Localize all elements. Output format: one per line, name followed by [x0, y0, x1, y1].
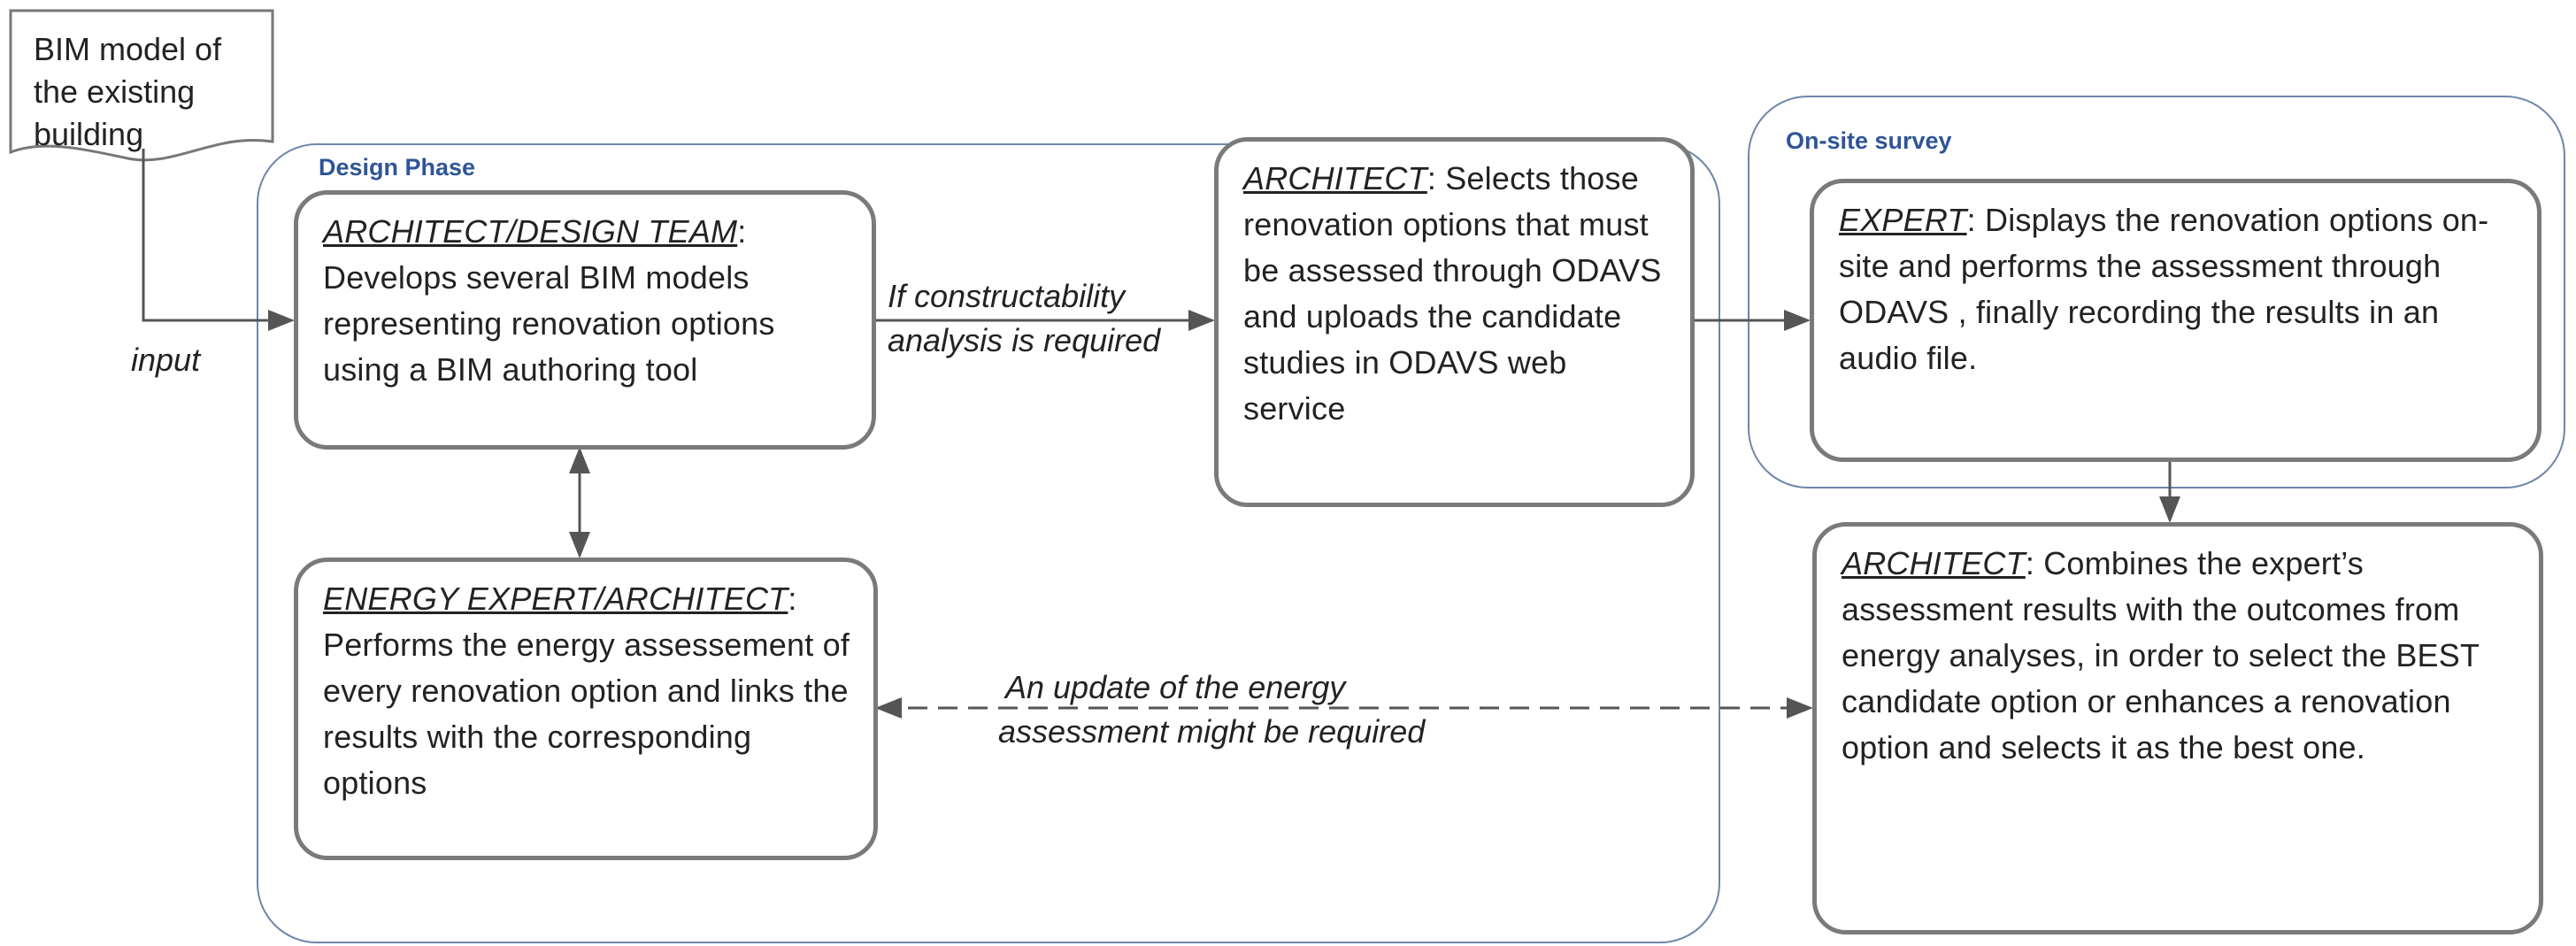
expert-text: Displays the renovation options on-site …	[1839, 202, 2489, 376]
architect-select-text: Selects those renovation options that mu…	[1243, 160, 1662, 427]
energy-expert-box: ENERGY EXPERT/ARCHITECT: Performs the en…	[294, 558, 878, 860]
architect-combine-text: Combines the expert’s assessment results…	[1842, 545, 2480, 765]
architect-combine-box: ARCHITECT: Combines the expert’s assessm…	[1812, 522, 2543, 934]
energy-expert-text: Performs the energy assessement of every…	[323, 627, 850, 801]
architect-combine-role: ARCHITECT	[1842, 545, 2026, 581]
design-phase-label: Design Phase	[319, 154, 476, 181]
architect-select-role: ARCHITECT	[1243, 160, 1427, 196]
energy-update-label-line2: assessment might be required	[998, 713, 1426, 750]
input-document: BIM model of the existing building	[11, 11, 273, 170]
on-site-survey-panel	[1748, 96, 2565, 488]
on-site-survey-label: On-site survey	[1786, 127, 1952, 154]
design-team-text: Develops several BIM models representing…	[323, 259, 775, 388]
expert-box: EXPERT: Displays the renovation options …	[1810, 179, 2541, 462]
energy-expert-role: ENERGY EXPERT/ARCHITECT	[323, 581, 788, 617]
input-document-shape	[9, 9, 274, 162]
design-team-box: ARCHITECT/DESIGN TEAM: Develops several …	[294, 190, 876, 450]
constructability-label-line1: If constructability	[888, 278, 1126, 314]
input-connector	[142, 149, 295, 331]
input-document-text: BIM model of the existing building	[34, 31, 222, 152]
input-label: input	[131, 342, 201, 378]
constructability-label-line2: analysis is required	[888, 322, 1161, 358]
architect-select-box: ARCHITECT: Selects those renovation opti…	[1214, 137, 1695, 507]
energy-update-label: An update of the energy assessment might…	[998, 665, 1425, 754]
constructability-label: If constructability analysis is required	[888, 274, 1160, 363]
design-team-role: ARCHITECT/DESIGN TEAM	[323, 213, 738, 250]
expert-role: EXPERT	[1839, 202, 1967, 238]
design-phase-panel	[257, 143, 1720, 943]
energy-update-label-line1: An update of the energy	[1005, 669, 1346, 705]
